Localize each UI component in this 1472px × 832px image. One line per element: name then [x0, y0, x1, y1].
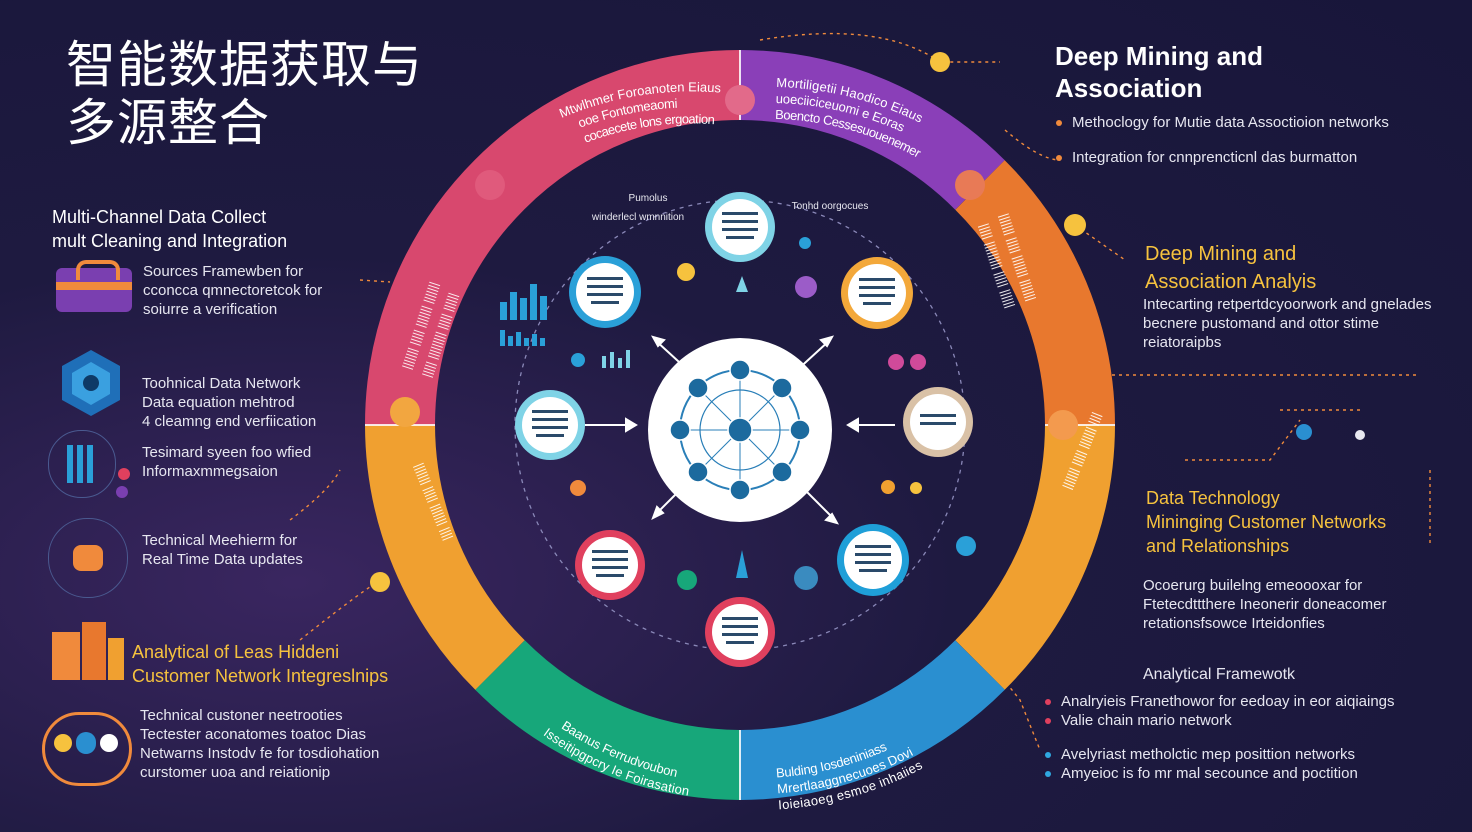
right-desc-data-technology: Ocoerurg builelng emeoooxar for Ftetecdt…: [1143, 577, 1387, 632]
right-heading-association-analysis: Deep Mining and Association Analyis: [1145, 243, 1317, 293]
inner-label-tl-2: winderlecl wmnnition: [591, 212, 684, 223]
item-technical-data-network: Toohnical Data Network Data equation meh…: [142, 375, 317, 430]
central-network-hub: [648, 338, 832, 522]
bullet-icon: [1056, 154, 1062, 161]
globe-icon: [956, 536, 976, 556]
page-title: 智能数据获取与 多源整合: [66, 36, 423, 152]
section-hidden-networks: Analytical of Leas Hiddeni Customer Netw…: [132, 642, 389, 686]
cluster-icon: [570, 480, 586, 496]
network-hex-icon: [54, 346, 128, 420]
right-desc-association: Intecarting retpertdcyoorwork and gnelad…: [1143, 296, 1432, 351]
bar-chart-icon: [500, 284, 547, 346]
node-icon: [799, 237, 811, 249]
bullet-icon: [1045, 751, 1051, 758]
ring-segment-amber-left: [365, 424, 526, 690]
small-icons: [500, 237, 976, 590]
right-bullets-4: Analryieis Franethowor for eedoay in eor…: [1045, 692, 1455, 730]
badge-top: [705, 192, 775, 262]
right-bullets-5: Avelyriast metholctic mep posittion netw…: [1045, 745, 1455, 783]
data-box-icon: [50, 260, 136, 314]
right-bullets-1: Methoclogy for Mutie data Assoctioion ne…: [1056, 113, 1456, 167]
chat-icon: [795, 276, 817, 298]
ring-segment-teal: [475, 639, 741, 800]
inner-label-tr: Tonhd oorgocues: [792, 201, 869, 212]
item-realtime-updates: Technical Meehierm for Real Time Data up…: [142, 532, 303, 568]
item-customer-networks: Technical custoner neetrooties Tectester…: [140, 707, 380, 781]
ring-segment-orange: [954, 160, 1115, 426]
badge-left: [515, 390, 585, 460]
gear-icon: [881, 480, 895, 494]
earth-icon: [794, 566, 818, 590]
network-node-icon: [1296, 424, 1312, 440]
tower-icon: [736, 550, 748, 578]
bullet-icon: [1045, 770, 1051, 777]
rocket-icon: [736, 276, 748, 292]
network-node-icon-2: [1355, 430, 1365, 440]
alert-dot-icon: [118, 468, 130, 480]
badge-upper-right: [841, 257, 913, 329]
status-dot-icon: [116, 486, 128, 498]
user-icon: [888, 354, 904, 370]
mic-icon: [571, 353, 585, 367]
right-heading-analytical-framework: Analytical Framewotk: [1143, 666, 1296, 683]
ring-segment-amber-right: [954, 424, 1115, 690]
badge-bottom: [705, 597, 775, 667]
bullet-icon: [1045, 698, 1051, 705]
section-multi-channel: Multi-Channel Data Collect mult Cleaning…: [52, 207, 288, 251]
right-heading-data-technology: Data Technology Mininging Customer Netwo…: [1146, 488, 1387, 556]
satellite-badges: [515, 192, 973, 667]
group-icon: [677, 570, 697, 590]
right-heading-deep-mining: Deep Mining and Association: [1055, 41, 1263, 103]
item-sources-framework: Sources Framewben for cconcca qmnectoret…: [143, 263, 323, 318]
building-icon: [52, 622, 124, 682]
badge-lower-right: [837, 524, 909, 596]
gear-icon-2: [910, 482, 922, 494]
user-icon-2: [910, 354, 926, 370]
badge-upper-left: [569, 256, 641, 328]
item-unified-system: Tesimard syeen foo wfied Informaxmmegsai…: [142, 444, 312, 480]
badge-lower-left: [575, 530, 645, 600]
ring-segment-blue: [739, 639, 1005, 800]
bullet-icon: [1056, 119, 1062, 126]
mini-bars-icon: [602, 350, 630, 368]
inner-label-tl-1: Pumolus: [629, 193, 668, 204]
spark-icon: [677, 263, 695, 281]
ring-nodes: [370, 52, 1086, 592]
realtime-icon: [48, 518, 128, 598]
bullet-icon: [1045, 717, 1051, 724]
customer-network-icon: [42, 702, 132, 786]
ring-segment-purple: [739, 50, 1005, 211]
server-icon: [48, 430, 116, 498]
